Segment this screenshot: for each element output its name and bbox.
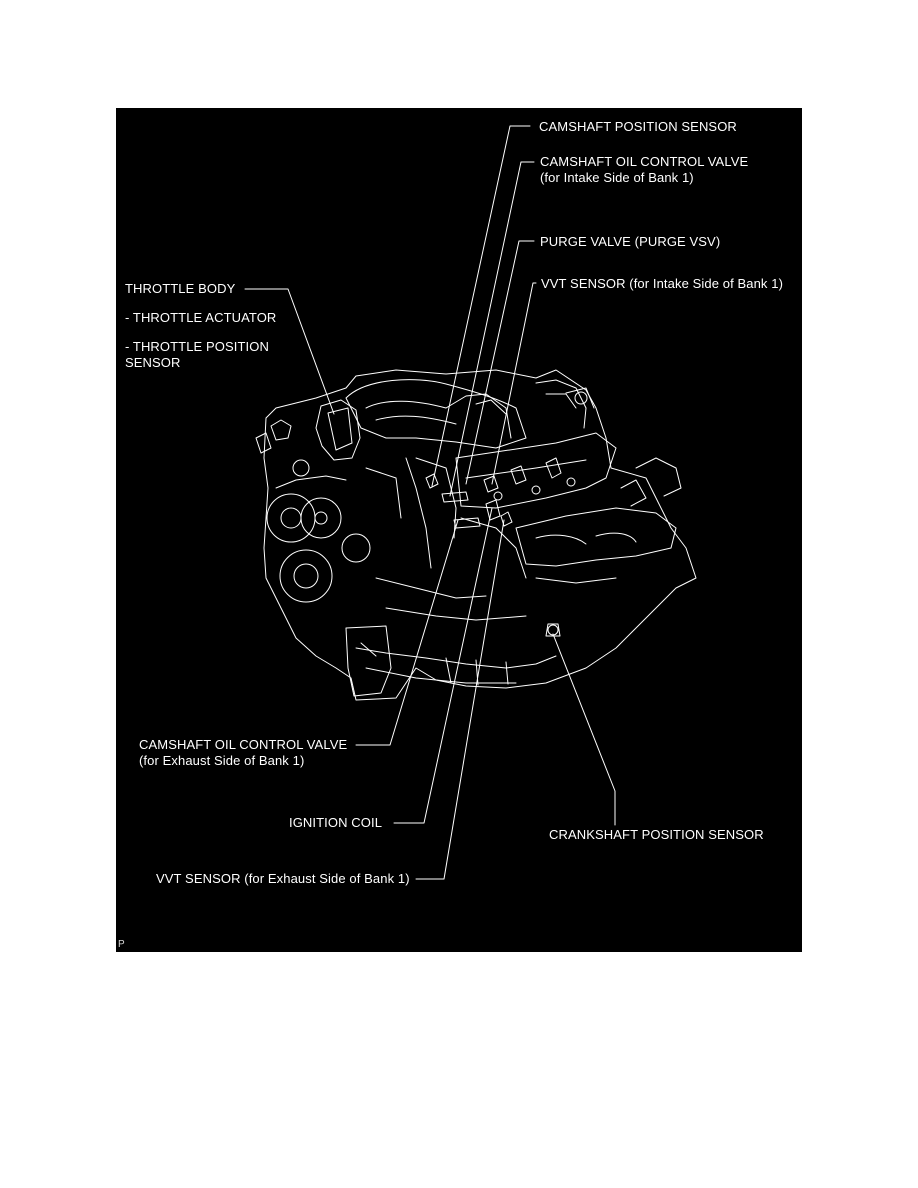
engine-body-outline: [255, 369, 697, 701]
engine-illustration: [244, 125, 697, 880]
label-camshaft-position-sensor: CAMSHAFT POSITION SENSOR: [539, 119, 737, 135]
label-title: IGNITION COIL: [289, 815, 383, 830]
label-ignition-coil: IGNITION COIL: [289, 815, 382, 831]
label-vvt-sensor-intake: VVT SENSOR (for Intake Side of Bank 1): [541, 276, 783, 292]
diagram-panel: CAMSHAFT POSITION SENSOR CAMSHAFT OIL CO…: [116, 108, 802, 952]
label-purge-valve: PURGE VALVE (PURGE VSV): [540, 234, 720, 250]
label-title: CAMSHAFT OIL CONTROL VALVE: [139, 737, 348, 752]
leader-lines: [244, 125, 616, 880]
label-title: THROTTLE BODY: [125, 281, 236, 296]
label-throttle-actuator: - THROTTLE ACTUATOR: [125, 310, 277, 325]
label-title: CAMSHAFT POSITION SENSOR: [539, 119, 737, 134]
label-throttle-body: THROTTLE BODY - THROTTLE ACTUATOR - THRO…: [125, 281, 276, 371]
label-title: VVT SENSOR (for Intake Side of Bank 1): [541, 276, 783, 291]
label-subtitle: (for Exhaust Side of Bank 1): [139, 753, 305, 768]
label-throttle-position-line2: SENSOR: [125, 355, 181, 370]
label-throttle-position-line1: - THROTTLE POSITION: [125, 339, 269, 354]
label-title: CRANKSHAFT POSITION SENSOR: [549, 827, 764, 842]
corner-mark: P: [118, 939, 125, 950]
label-crankshaft-position-sensor: CRANKSHAFT POSITION SENSOR: [549, 827, 764, 843]
label-camshaft-ocv-intake: CAMSHAFT OIL CONTROL VALVE (for Intake S…: [540, 154, 748, 186]
label-vvt-sensor-exhaust: VVT SENSOR (for Exhaust Side of Bank 1): [156, 871, 410, 887]
label-title: CAMSHAFT OIL CONTROL VALVE: [540, 154, 749, 169]
label-title: VVT SENSOR (for Exhaust Side of Bank 1): [156, 871, 410, 886]
label-subtitle: (for Intake Side of Bank 1): [540, 170, 694, 185]
label-title: PURGE VALVE (PURGE VSV): [540, 234, 721, 249]
label-camshaft-ocv-exhaust: CAMSHAFT OIL CONTROL VALVE (for Exhaust …: [139, 737, 347, 769]
